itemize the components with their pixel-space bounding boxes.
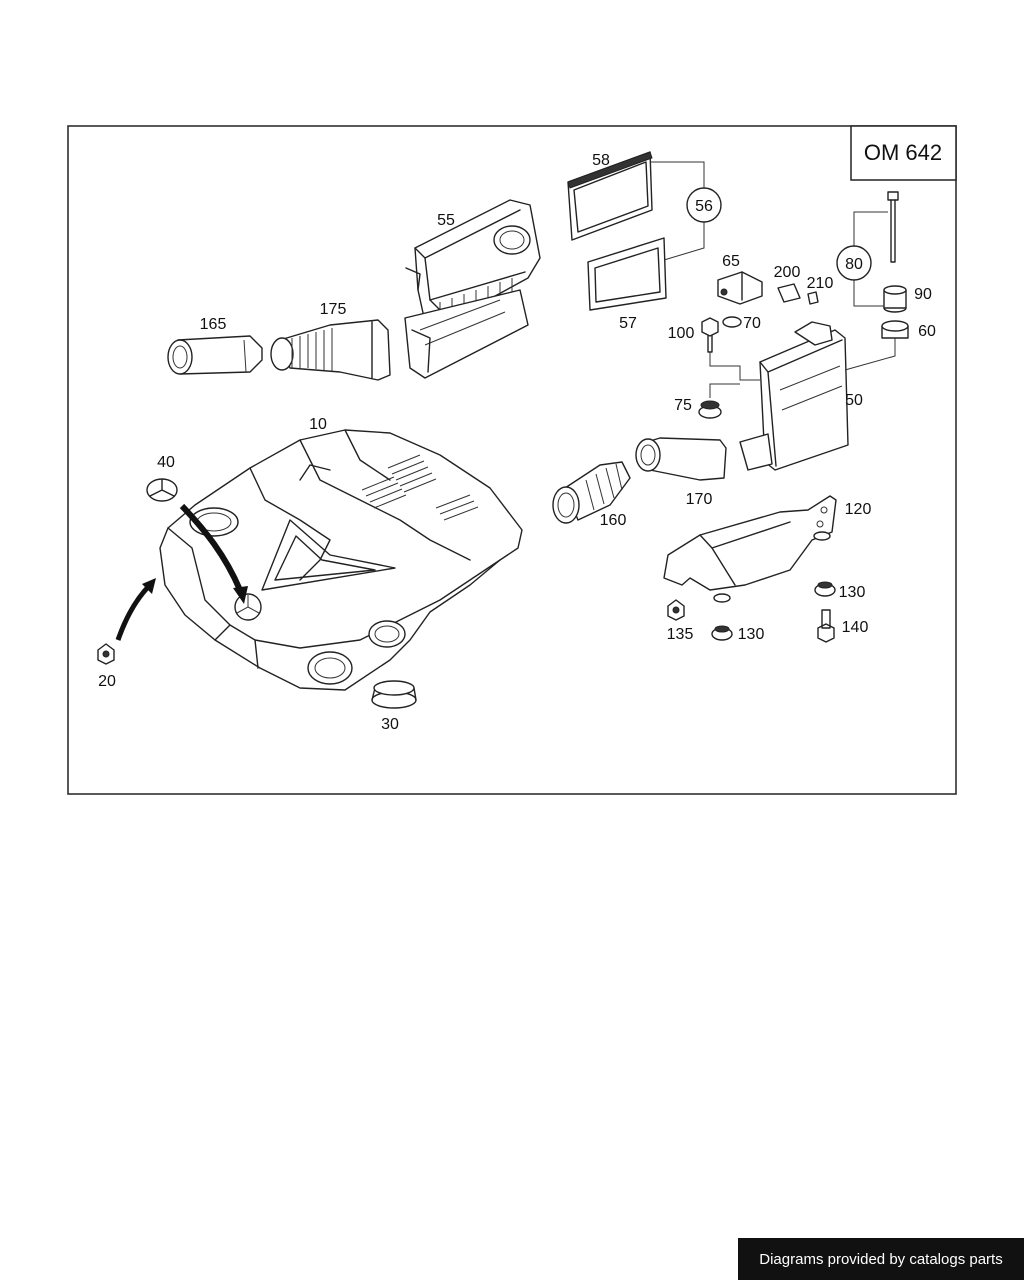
leader-50-bolt <box>709 352 760 381</box>
part-label-135: 135 <box>667 626 694 643</box>
part-label-160: 160 <box>600 512 627 529</box>
part-label-130b: 130 <box>738 626 765 643</box>
engine-code-label: OM 642 <box>864 140 942 165</box>
part-label-10: 10 <box>309 416 327 433</box>
part-label-57: 57 <box>619 315 637 332</box>
part-label-120: 120 <box>845 501 872 518</box>
nut-135-part <box>667 599 685 621</box>
diagram-frame <box>67 125 957 795</box>
part-label-210: 210 <box>807 275 834 292</box>
clip-210-part <box>807 291 819 305</box>
connector-200-part <box>777 283 801 303</box>
footer-credit: Diagrams provided by catalogs parts <box>738 1238 1024 1280</box>
grommet-75-part <box>698 400 722 419</box>
part-label-80: 80 <box>845 256 863 273</box>
bushing-90-part <box>883 285 907 313</box>
part-label-55: 55 <box>437 212 455 229</box>
leader-50 <box>844 338 896 371</box>
sensor-65-part <box>717 271 763 305</box>
bracket-120-part <box>663 495 837 603</box>
part-label-170: 170 <box>686 491 713 508</box>
filter-element-58-part <box>567 151 653 241</box>
nut-part <box>97 643 115 665</box>
part-label-175: 175 <box>320 301 347 318</box>
part-label-100: 100 <box>668 325 695 342</box>
part-label-200: 200 <box>774 264 801 281</box>
bellows-160-part <box>552 461 631 524</box>
arrow-20-head <box>142 578 156 594</box>
stud-80-part <box>887 191 899 263</box>
part-label-56: 56 <box>695 198 713 215</box>
grommet-part <box>371 680 417 709</box>
arrow-20-to-cover <box>115 583 152 641</box>
arrow-40-to-cover <box>179 503 243 592</box>
air-filter-box-50-part <box>739 321 849 471</box>
engine-code-box <box>850 125 957 181</box>
part-label-90: 90 <box>914 286 932 303</box>
part-label-65: 65 <box>722 253 740 270</box>
engine-cover-part <box>159 429 523 691</box>
bolt-140-part <box>817 609 835 643</box>
rubber-mount-60-part <box>881 320 909 339</box>
part-label-60: 60 <box>918 323 936 340</box>
intake-duct-175-part <box>270 319 391 381</box>
intake-hose-165-part <box>167 335 263 375</box>
star-emblem-part <box>146 478 178 502</box>
grommet-130a-part <box>814 581 836 597</box>
part-label-75: 75 <box>674 397 692 414</box>
part-label-20: 20 <box>98 673 116 690</box>
leader-75 <box>709 383 740 398</box>
bolt-100-part <box>701 317 719 353</box>
part-label-165: 165 <box>200 316 227 333</box>
leader-56 <box>650 161 705 261</box>
part-label-40: 40 <box>157 454 175 471</box>
seal-ring-70-part <box>722 316 742 328</box>
filter-element-57-part <box>587 237 667 311</box>
part-label-140: 140 <box>842 619 869 636</box>
air-filter-housing-part <box>404 199 541 379</box>
leader-80 <box>853 211 888 307</box>
intake-duct-170-part <box>635 437 727 481</box>
circle-80 <box>836 245 872 281</box>
part-label-70: 70 <box>743 315 761 332</box>
part-label-58: 58 <box>592 152 610 169</box>
part-label-130a: 130 <box>839 584 866 601</box>
part-label-30: 30 <box>381 716 399 733</box>
grommet-130b-part <box>711 625 733 641</box>
circle-56 <box>686 187 722 223</box>
arrow-40-head <box>233 586 248 604</box>
part-label-50: 50 <box>845 392 863 409</box>
